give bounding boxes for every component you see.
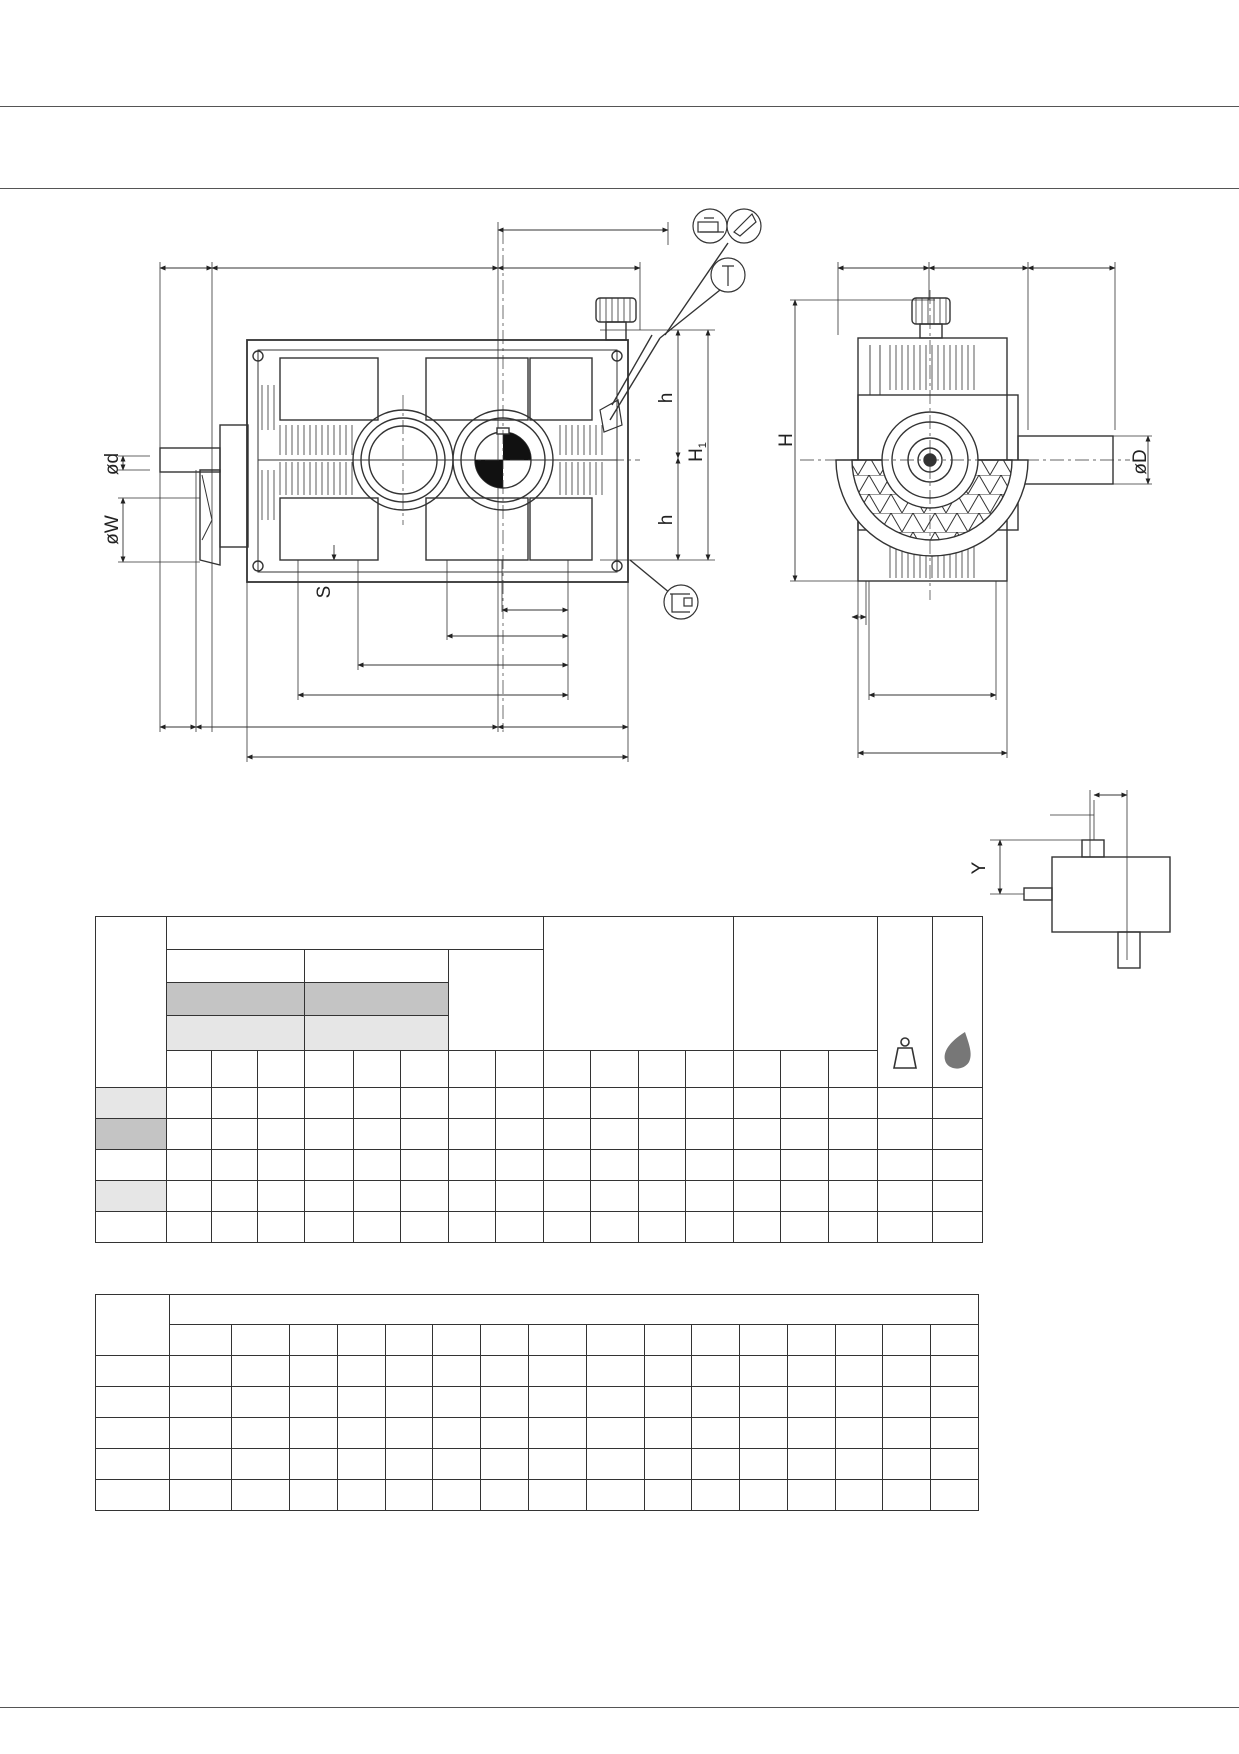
col-head bbox=[257, 1050, 306, 1088]
header-corner bbox=[94, 1294, 171, 1356]
side-view-labels: H øD bbox=[776, 433, 1151, 475]
label-H: H bbox=[776, 433, 797, 447]
header-group-c bbox=[733, 916, 878, 1051]
label-H1: H1 bbox=[686, 442, 709, 462]
col-head bbox=[352, 1050, 401, 1088]
weight-header bbox=[876, 916, 933, 1088]
table-row bbox=[94, 1087, 984, 1119]
table-row bbox=[94, 1479, 979, 1511]
label-W: øW bbox=[102, 515, 123, 545]
col-head bbox=[733, 1050, 782, 1088]
col-head bbox=[542, 1050, 592, 1088]
col-head bbox=[304, 1050, 354, 1088]
secondary-table bbox=[94, 1294, 979, 1511]
label-h-upper: h bbox=[656, 393, 677, 404]
subheader-1 bbox=[166, 949, 306, 983]
shaded-dark-1 bbox=[166, 982, 306, 1016]
col-head bbox=[211, 1050, 259, 1088]
oil-drop-icon bbox=[944, 1032, 972, 1069]
col-head bbox=[685, 1050, 735, 1088]
table-row bbox=[94, 1386, 979, 1418]
weight-icon bbox=[892, 1037, 917, 1069]
small-schematic bbox=[990, 790, 1171, 969]
table-row bbox=[94, 1417, 979, 1449]
header-group-a bbox=[166, 916, 544, 950]
col-head bbox=[447, 1050, 496, 1088]
shaded-dark-2 bbox=[304, 982, 449, 1016]
table-row bbox=[94, 1448, 979, 1480]
table-row bbox=[94, 1355, 979, 1387]
col-head bbox=[494, 1050, 544, 1088]
table-row bbox=[94, 1118, 984, 1150]
shaded-light-2 bbox=[304, 1015, 449, 1051]
top-rule-1 bbox=[0, 106, 1239, 107]
table-row bbox=[94, 1149, 984, 1181]
oil-header bbox=[931, 916, 984, 1088]
label-h-lower: h bbox=[656, 515, 677, 526]
bottom-rule bbox=[0, 1707, 1239, 1708]
col-head bbox=[638, 1050, 687, 1088]
subheader-2 bbox=[304, 949, 449, 983]
mounting-icon bbox=[692, 208, 728, 244]
col-head bbox=[166, 1050, 213, 1088]
subheader-3 bbox=[447, 949, 544, 1051]
dipstick-icon bbox=[710, 257, 746, 293]
tilt-icon bbox=[726, 208, 762, 244]
col-head bbox=[589, 1050, 640, 1088]
col-head bbox=[780, 1050, 830, 1088]
label-D: øD bbox=[1130, 449, 1151, 474]
label-Y: Y bbox=[969, 861, 990, 874]
drain-icon bbox=[663, 584, 699, 620]
col-head bbox=[399, 1050, 449, 1088]
top-rule-2 bbox=[0, 188, 1239, 189]
header-corner bbox=[94, 916, 168, 1088]
dimensions-table bbox=[94, 916, 984, 1243]
side-view bbox=[790, 262, 1152, 758]
table-row bbox=[94, 1211, 984, 1243]
front-view-labels: ød øW S h h H1 bbox=[102, 393, 709, 599]
label-S: S bbox=[314, 586, 335, 599]
label-d: ød bbox=[102, 453, 123, 475]
col-head bbox=[828, 1050, 878, 1088]
front-view bbox=[118, 222, 729, 762]
shaded-light-1 bbox=[166, 1015, 306, 1051]
table-row bbox=[94, 1180, 984, 1212]
header-group bbox=[169, 1294, 979, 1325]
header-group-b bbox=[542, 916, 735, 1051]
